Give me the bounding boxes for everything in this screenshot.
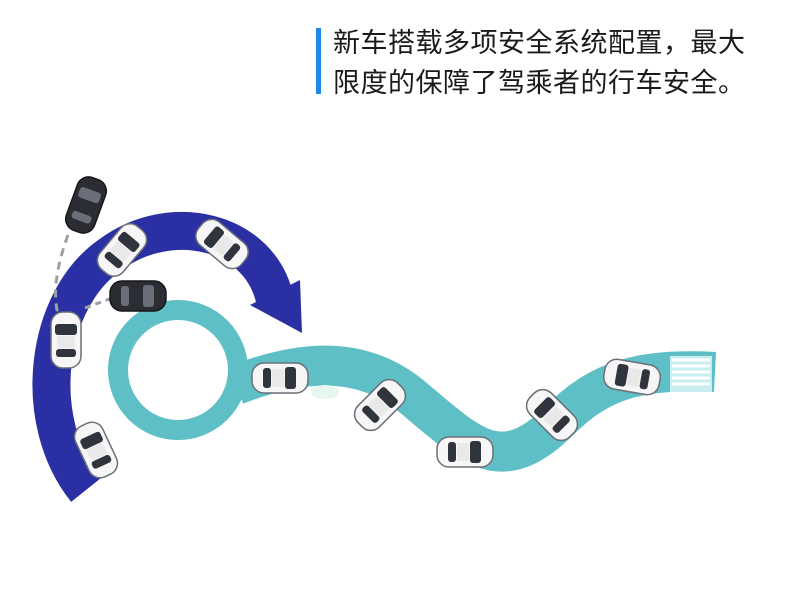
caption-text: 新车搭载多项安全系统配置，最大限度的保障了驾乘者的行车安全。 bbox=[333, 28, 746, 99]
trajectory-dashed-line-2 bbox=[84, 296, 113, 310]
curved-arrow-icon bbox=[250, 280, 302, 333]
caption-block: 新车搭载多项安全系统配置，最大限度的保障了驾乘者的行车安全。 bbox=[316, 24, 766, 104]
cloud-shape bbox=[311, 385, 339, 399]
crosswalk-icon bbox=[670, 356, 712, 392]
trajectory-dashed-line bbox=[54, 234, 70, 321]
car-icon bbox=[251, 362, 309, 394]
car-icon bbox=[61, 172, 111, 238]
car-icon bbox=[50, 311, 82, 369]
teal-loop-road bbox=[108, 300, 248, 440]
car-icon bbox=[109, 280, 167, 312]
car-icon bbox=[436, 436, 494, 468]
caption-accent-bar bbox=[316, 28, 321, 94]
